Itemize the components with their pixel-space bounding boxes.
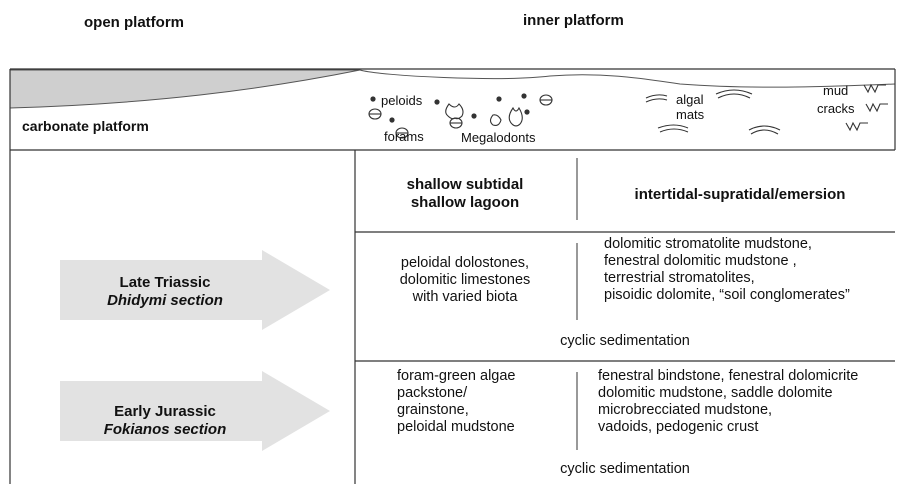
carbonate-platform-label: carbonate platform — [22, 118, 149, 134]
late-triassic-subtidal-cell: peloidal dolostones, dolomitic limestone… — [360, 255, 570, 306]
mud-crack-marks — [845, 83, 888, 132]
subtidal-header-line1: shallow subtidal — [406, 176, 524, 193]
early-jurassic-footer: cyclic sedimentation — [560, 461, 690, 477]
algal-mat-curves — [645, 89, 781, 135]
cell-line: fenestral bindstone, fenestral dolomicri… — [598, 368, 859, 384]
cell-line: packstone/ — [397, 385, 468, 401]
early-jurassic-age: Early Jurassic — [114, 403, 216, 420]
dhidymi-section: Dhidymi section — [107, 292, 223, 309]
early-jurassic-subtidal-cell: foram-green algae packstone/ grainstone,… — [397, 368, 572, 436]
late-triassic-intertidal-cell: dolomitic stromatolite mudstone, fenestr… — [604, 236, 894, 304]
open-platform-label: open platform — [84, 14, 184, 31]
late-triassic-age: Late Triassic — [119, 274, 211, 291]
early-jurassic-intertidal-cell: fenestral bindstone, fenestral dolomicri… — [598, 368, 898, 436]
cell-line: vadoids, pedogenic crust — [598, 419, 759, 435]
fokianos-section: Fokianos section — [103, 421, 227, 438]
forams-label: forams — [384, 129, 424, 144]
cell-line: dolomitic stromatolite mudstone, — [604, 236, 812, 252]
cell-line: grainstone, — [397, 402, 469, 418]
cracks-label: cracks — [817, 101, 855, 116]
platform-profile-fill — [9, 69, 361, 109]
intertidal-column-header: intertidal-supratidal/emersion — [634, 186, 846, 203]
peloid-dots — [370, 93, 530, 123]
mats-label: mats — [676, 107, 705, 122]
inner-platform-label: inner platform — [523, 12, 624, 29]
cell-line: dolomitic limestones — [399, 272, 531, 288]
subtidal-header-line2: shallow lagoon — [410, 194, 520, 211]
cell-line: peloidal mudstone — [397, 419, 515, 435]
peloids-label: peloids — [381, 93, 423, 108]
early-jurassic-label: Early Jurassic Fokianos section — [70, 403, 260, 439]
cell-line: peloidal dolostones, — [400, 255, 530, 271]
early-jurassic-arrow — [60, 371, 330, 451]
cell-line: dolomitic mudstone, saddle dolomite — [598, 385, 833, 401]
sea-surface-line — [359, 69, 896, 88]
cell-line: foram-green algae — [397, 368, 516, 384]
cell-line: fenestral dolomitic mudstone , — [604, 253, 797, 269]
late-triassic-label: Late Triassic Dhidymi section — [70, 274, 260, 310]
megalodonts-label: Megalodonts — [461, 130, 536, 145]
cell-line: microbrecciated mudstone, — [598, 402, 773, 418]
algal-label: algal — [676, 92, 704, 107]
late-triassic-footer: cyclic sedimentation — [560, 333, 690, 349]
fossil-outlines — [368, 94, 553, 139]
mud-label: mud — [823, 83, 849, 98]
cell-line: pisoidic dolomite, “soil conglomerates” — [604, 287, 850, 303]
subtidal-column-header: shallow subtidal shallow lagoon — [365, 176, 565, 212]
cell-line: with varied biota — [412, 289, 518, 305]
late-triassic-arrow — [60, 250, 330, 330]
cell-line: terrestrial stromatolites, — [604, 270, 755, 286]
